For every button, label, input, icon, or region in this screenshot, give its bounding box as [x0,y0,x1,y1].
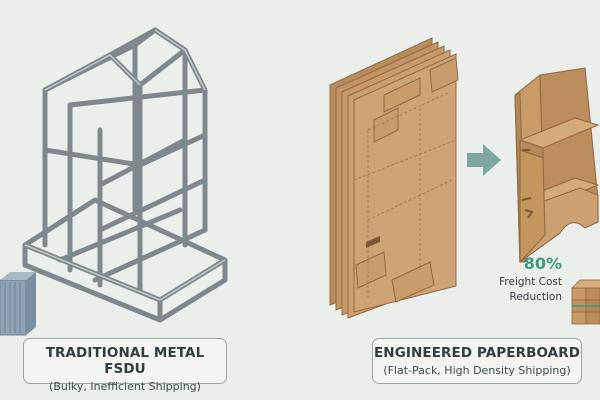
traditional-metal-subtitle: (Bulky, Inefficient Shipping) [49,380,201,393]
freight-reduction-label-line1: Freight Cost [499,276,562,288]
engineered-paperboard-title: ENGINEERED PAPERBOARD [373,345,581,361]
shipping-container-icon [0,272,36,336]
engineered-paperboard-label: ENGINEERED PAPERBOARD (Flat-Pack, High D… [372,338,582,384]
traditional-metal-title: TRADITIONAL METAL FSDU [45,345,205,377]
freight-reduction-value: 80% [523,254,562,273]
traditional-metal-label: TRADITIONAL METAL FSDU (Bulky, Inefficie… [23,338,227,393]
arrow-right-icon [467,144,501,176]
engineered-paperboard-subtitle: (Flat-Pack, High Density Shipping) [383,364,571,377]
box-stack-icon [571,279,600,325]
freight-reduction-label-line2: Reduction [509,291,563,303]
